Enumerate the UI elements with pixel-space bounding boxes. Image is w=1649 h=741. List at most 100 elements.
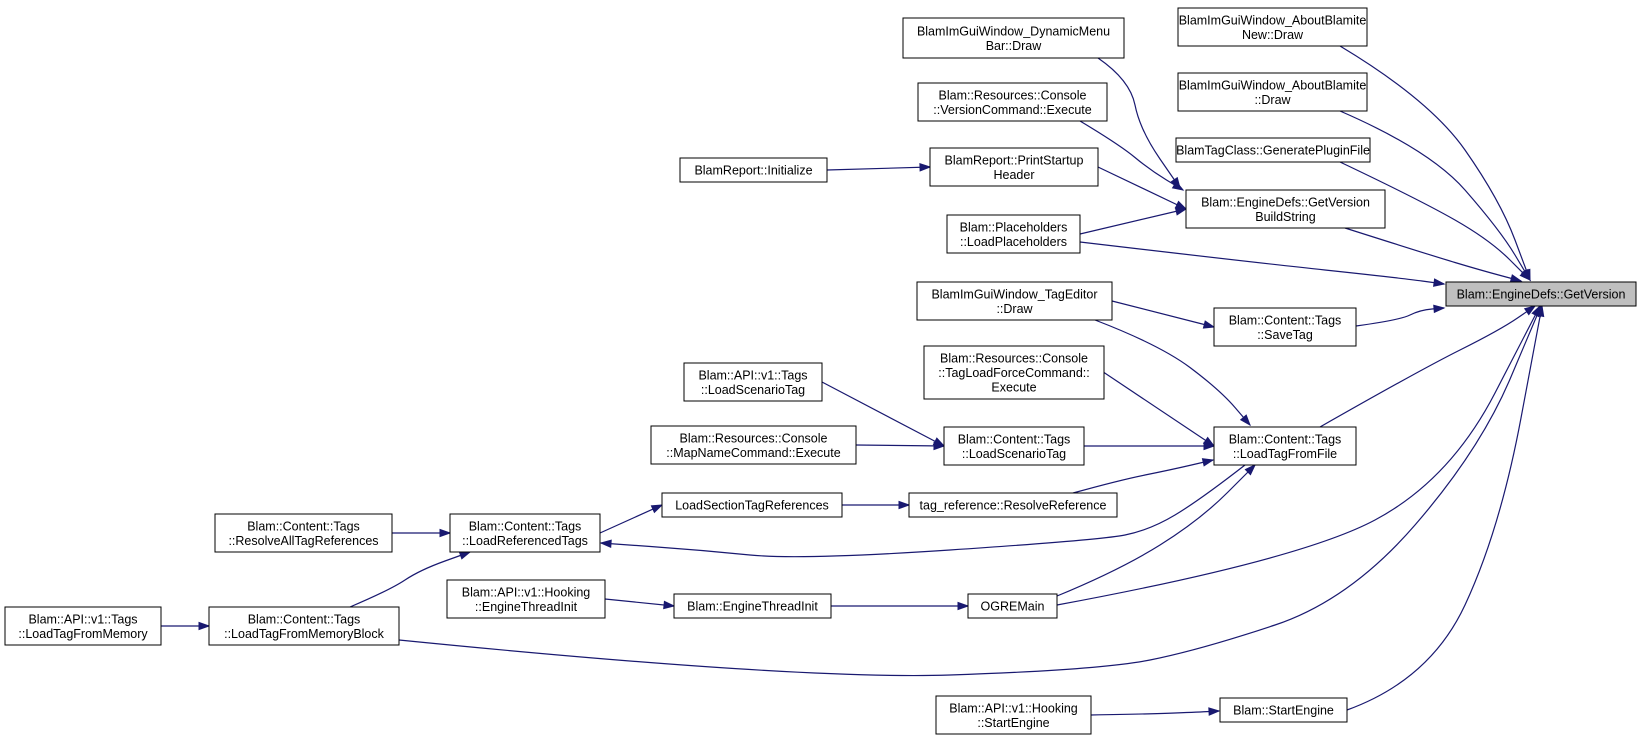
- edge-line: [1339, 161, 1531, 281]
- node-start-engine[interactable]: Blam::StartEngine: [1219, 697, 1348, 723]
- node-tag-force-cmd[interactable]: Blam::Resources::Console::TagLoadForceCo…: [923, 345, 1105, 400]
- node-map-name-cmd[interactable]: Blam::Resources::Console::MapNameCommand…: [650, 425, 857, 465]
- node-version-cmd[interactable]: Blam::Resources::Console::VersionCommand…: [917, 82, 1108, 122]
- node-box: [935, 695, 1092, 735]
- edge-line: [398, 305, 1542, 677]
- edge-line: [1344, 227, 1522, 282]
- node-label-line: ::SaveTag: [1257, 328, 1313, 342]
- node-box: [917, 82, 1108, 122]
- node-label-line: BuildString: [1255, 210, 1315, 224]
- node-box: [1177, 72, 1368, 112]
- node-label-line: Blam::API::v1::Hooking: [462, 585, 591, 599]
- arrowhead-icon: [599, 539, 612, 549]
- node-box: [1219, 697, 1348, 723]
- edge-line: [826, 166, 931, 171]
- node-engine-thread-init[interactable]: Blam::EngineThreadInit: [673, 593, 832, 619]
- edge-load_scenario-to-load_from_file: [1084, 441, 1216, 451]
- node-load-referenced[interactable]: Blam::Content::Tags::LoadReferencedTags: [449, 513, 601, 553]
- edge-load_referenced-to-load_section: [599, 504, 664, 534]
- node-label-line: tag_reference::ResolveReference: [920, 499, 1107, 513]
- node-about[interactable]: BlamImGuiWindow_AboutBlamite::Draw: [1177, 72, 1368, 112]
- arrowhead-icon: [663, 600, 676, 610]
- node-label-line: ::LoadScenarioTag: [962, 447, 1066, 461]
- node-api-load-memory[interactable]: Blam::API::v1::Tags::LoadTagFromMemory: [4, 606, 162, 646]
- edge-line: [1103, 372, 1215, 447]
- node-resolve-ref[interactable]: tag_reference::ResolveReference: [908, 492, 1118, 518]
- node-api-load-scenario[interactable]: Blam::API::v1::Tags::LoadScenarioTag: [683, 362, 823, 402]
- edge-line: [821, 381, 945, 447]
- node-report-init[interactable]: BlamReport::Initialize: [679, 157, 828, 183]
- node-load-placeholders[interactable]: Blam::Placeholders::LoadPlaceholders: [946, 214, 1081, 254]
- arrowhead-icon: [1433, 304, 1446, 314]
- edge-resolve_ref-to-load_from_file: [1072, 458, 1215, 494]
- node-label-line: Blam::Content::Tags: [1229, 432, 1342, 446]
- node-save-tag[interactable]: Blam::Content::Tags::SaveTag: [1213, 307, 1357, 347]
- edge-line: [1090, 710, 1220, 716]
- node-box: [929, 147, 1099, 187]
- node-load-section[interactable]: LoadSectionTagReferences: [661, 492, 843, 518]
- edge-print_header-to-build_string: [1097, 166, 1188, 210]
- arrowhead-icon: [1535, 304, 1545, 318]
- node-label-line: Blam::StartEngine: [1233, 704, 1334, 718]
- edge-line: [1339, 45, 1531, 281]
- edge-load_from_file-to-load_referenced: [599, 464, 1246, 558]
- edge-line: [1079, 241, 1445, 285]
- node-box: [923, 345, 1105, 400]
- arrowhead-icon: [919, 162, 932, 172]
- node-label-line: Blam::Content::Tags: [247, 519, 360, 533]
- node-resolve-all[interactable]: Blam::Content::Tags::ResolveAllTagRefere…: [214, 513, 393, 553]
- node-label-line: ::LoadTagFromMemoryBlock: [224, 627, 385, 641]
- edge-line: [604, 598, 675, 607]
- node-label-line: Execute: [991, 381, 1036, 395]
- node-box: [1175, 137, 1371, 163]
- node-label-line: ::LoadTagFromMemory: [18, 627, 148, 641]
- node-hook-start-engine[interactable]: Blam::API::v1::Hooking::StartEngine: [935, 695, 1092, 735]
- arrowhead-icon: [1433, 278, 1446, 287]
- function-nodes: Blam::EngineDefs::GetVersion BlamImGuiWin…: [4, 7, 1637, 735]
- edge-line: [1319, 305, 1536, 428]
- node-load-memory-block[interactable]: Blam::Content::Tags::LoadTagFromMemoryBl…: [208, 606, 400, 646]
- node-box: [650, 425, 857, 465]
- edge-start_engine-to-root: [1346, 304, 1545, 711]
- node-load-from-file[interactable]: Blam::Content::Tags::LoadTagFromFile: [1213, 426, 1357, 466]
- node-label-line: ::LoadPlaceholders: [960, 235, 1067, 249]
- node-box: [208, 606, 400, 646]
- node-label-line: ::LoadReferencedTags: [462, 534, 588, 548]
- node-label-line: BlamImGuiWindow_TagEditor: [931, 287, 1097, 301]
- node-label-line: Blam::Resources::Console: [940, 352, 1088, 366]
- arrowhead-icon: [1239, 414, 1251, 427]
- edge-dyn_menu-to-build_string: [1097, 57, 1181, 190]
- edge-tag_force_cmd-to-load_from_file: [1103, 372, 1216, 447]
- node-box: [908, 492, 1118, 518]
- edge-line: [1079, 120, 1184, 191]
- node-label-line: Blam::API::v1::Hooking: [949, 701, 1078, 715]
- edge-engine_thread_init-to-ogre_main: [831, 601, 970, 611]
- node-label-line: Blam::Content::Tags: [469, 519, 582, 533]
- node-ogre-main[interactable]: OGREMain: [967, 593, 1058, 619]
- edge-gen_plugin-to-root: [1339, 161, 1532, 282]
- edge-tag_editor-to-save_tag: [1111, 300, 1216, 329]
- arrowhead-icon: [1509, 274, 1523, 283]
- node-load-scenario[interactable]: Blam::Content::Tags::LoadScenarioTag: [943, 426, 1085, 466]
- node-box: [673, 593, 832, 619]
- arrowhead-icon: [1171, 180, 1185, 191]
- node-label-line: Blam::API::v1::Tags: [698, 368, 807, 382]
- node-gen-plugin[interactable]: BlamTagClass::GeneratePluginFile: [1175, 137, 1371, 163]
- node-box: [946, 214, 1081, 254]
- edge-load_placeholders-to-root: [1079, 241, 1446, 287]
- node-label-line: ::VersionCommand::Execute: [933, 103, 1091, 117]
- node-hook-thread-init[interactable]: Blam::API::v1::Hooking::EngineThreadInit: [446, 579, 606, 619]
- node-tag-editor[interactable]: BlamImGuiWindow_TagEditor::Draw: [916, 281, 1113, 321]
- edge-load_from_file-to-root: [1319, 305, 1537, 428]
- node-root[interactable]: Blam::EngineDefs::GetVersion: [1445, 281, 1637, 307]
- edge-report_init-to-print_header: [826, 162, 932, 172]
- node-label-line: Blam::Placeholders: [960, 220, 1068, 234]
- node-label-line: Blam::Content::Tags: [958, 432, 1071, 446]
- arrowhead-icon: [198, 621, 211, 631]
- node-label-line: ::Draw: [1254, 93, 1291, 107]
